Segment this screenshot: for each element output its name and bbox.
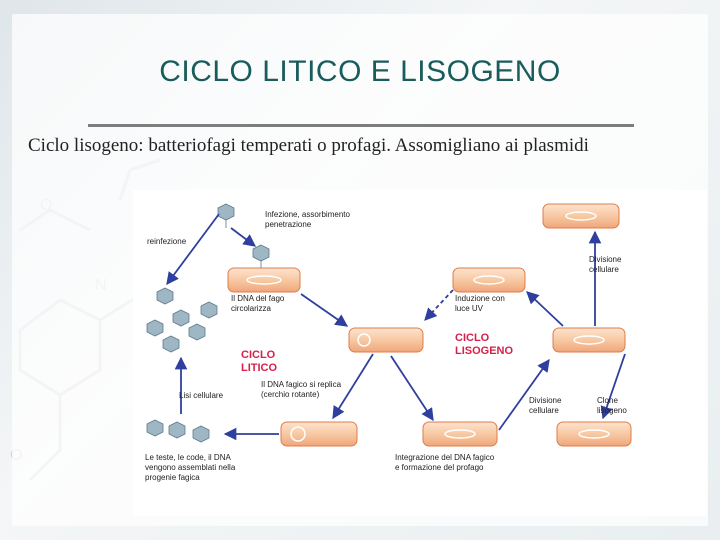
label-divisione-top-2: cellulare <box>589 265 619 274</box>
phage-icon <box>217 203 235 228</box>
label-lisi: Lisi cellulare <box>179 391 224 400</box>
label-replica-1: Il DNA fagico si replica <box>261 380 342 389</box>
cell-replicating <box>280 421 358 447</box>
label-induzione-1: Induzione con <box>455 294 505 303</box>
cell-lysogen-mid <box>552 327 626 353</box>
phage-icons <box>146 203 270 443</box>
cell-induction <box>452 267 526 293</box>
label-clone-2: lisogeno <box>597 406 627 415</box>
label-clone-1: Clone <box>597 396 618 405</box>
label-induzione-2: luce UV <box>455 304 484 313</box>
diagram-labels: Infezione, assorbimento penetrazione rei… <box>145 210 627 482</box>
label-divisione-bot-1: Divisione <box>529 396 562 405</box>
cell-infected <box>227 267 301 293</box>
label-reinfezione: reinfezione <box>147 237 187 246</box>
label-dna-circ-1: Il DNA del fago <box>231 294 285 303</box>
bacterial-cells <box>227 203 632 447</box>
label-infezione-2: penetrazione <box>265 220 312 229</box>
label-dna-circ-2: circolarizza <box>231 304 272 313</box>
label-ciclo-lisogeno-1: CICLO <box>455 332 490 344</box>
label-assemblaggio-2: vengono assemblati nella <box>145 463 236 472</box>
label-replica-2: (cerchio rotante) <box>261 390 320 399</box>
cycle-arrows <box>166 213 626 441</box>
label-assemblaggio-3: progenie fagica <box>145 473 200 482</box>
label-divisione-bot-2: cellulare <box>529 406 559 415</box>
slide-title: CICLO LITICO E LISOGENO <box>159 55 561 88</box>
label-ciclo-lisogeno-2: LISOGENO <box>455 345 514 357</box>
cell-clone <box>556 421 632 447</box>
cell-central <box>348 327 424 353</box>
label-divisione-top-1: Divisione <box>589 255 622 264</box>
label-ciclo-litico-1: CICLO <box>241 349 276 361</box>
phage-icon <box>146 419 210 443</box>
cell-integration <box>422 421 498 447</box>
phage-icon <box>252 244 270 268</box>
label-integrazione-2: e formazione del profago <box>395 463 484 472</box>
label-integrazione-1: Integrazione del DNA fagico <box>395 453 495 462</box>
phage-icon <box>146 287 218 353</box>
label-assemblaggio-1: Le teste, le code, il DNA <box>145 453 231 462</box>
label-infezione-1: Infezione, assorbimento <box>265 210 350 219</box>
slide-subtitle: Ciclo lisogeno: batteriofagi temperati o… <box>28 135 589 156</box>
cell-lysogen-top <box>542 203 620 229</box>
title-divider <box>88 124 634 127</box>
label-ciclo-litico-2: LITICO <box>241 362 277 374</box>
lytic-lysogenic-diagram: Infezione, assorbimento penetrazione rei… <box>133 190 707 516</box>
